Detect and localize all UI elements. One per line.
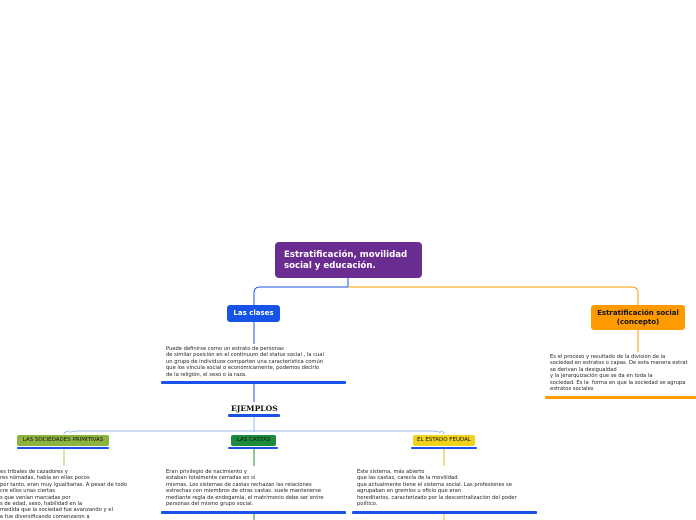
primitivas-text[interactable]: es tribales de cazadores y res nómadas, … xyxy=(0,469,127,520)
tag-sociedades-primitivas[interactable]: LAS SOCIEDADES PRIMITIVAS xyxy=(17,435,109,446)
connector-to-primitivas xyxy=(63,430,71,435)
ejemplos-heading[interactable]: EJEMPLOS xyxy=(231,404,278,413)
concepto-definition[interactable]: Es el proceso y resultado de la división… xyxy=(550,354,688,393)
feudal-text[interactable]: Este sistema, más abierto que las castas… xyxy=(357,469,517,508)
feudal-tag-underline xyxy=(411,447,477,449)
root-title-line2: social y educación. xyxy=(284,261,376,271)
root-topic[interactable]: Estratificación, movilidad social y educ… xyxy=(275,242,422,278)
concepto-topic[interactable]: Estratificación social (concepto) xyxy=(591,305,685,330)
concepto-definition-underline xyxy=(545,396,696,399)
feudal-text-underline xyxy=(352,511,537,514)
castas-text-underline xyxy=(161,511,346,514)
castas-tag-underline xyxy=(228,447,278,449)
castas-text[interactable]: Eran privilegio de nacimiento y estaban … xyxy=(166,469,324,508)
connector-ejemplos-examples xyxy=(69,416,441,434)
connector-root-concepto xyxy=(348,286,639,305)
clases-definition-underline xyxy=(161,381,346,384)
concepto-label-line2: (concepto) xyxy=(616,318,660,326)
primitivas-tag-underline xyxy=(17,447,109,449)
clases-topic[interactable]: Las clases xyxy=(227,305,280,322)
connector-to-feudal xyxy=(439,430,445,435)
connector-root-clases xyxy=(253,278,349,305)
clases-label: Las clases xyxy=(233,309,274,317)
concepto-label-line1: Estratificación social xyxy=(597,309,679,317)
tag-estado-feudal[interactable]: EL ESTADO FEUDAL xyxy=(413,435,475,446)
tag-las-castas[interactable]: LAS CASTAS xyxy=(231,435,276,446)
clases-definition[interactable]: Puede definirse como un estrato de perso… xyxy=(166,346,324,378)
ejemplos-underline xyxy=(228,414,280,417)
root-title-line1: Estratificación, movilidad xyxy=(284,250,408,260)
